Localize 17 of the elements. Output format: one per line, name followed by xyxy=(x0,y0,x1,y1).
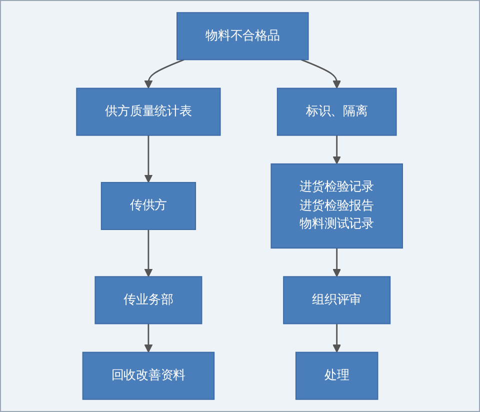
arrow xyxy=(333,135,342,164)
node-box: 物料不合格品 xyxy=(176,12,310,60)
node-box: 传业务部 xyxy=(95,276,203,324)
node-box: 进货检验记录 进货检验报告 物料测试记录 xyxy=(271,163,404,249)
arrow xyxy=(144,59,185,89)
arrow xyxy=(333,324,342,353)
node-box: 处理 xyxy=(296,352,379,400)
node-box: 标识、隔离 xyxy=(277,88,398,136)
arrow xyxy=(144,230,154,278)
node-box: 组织评审 xyxy=(284,276,392,324)
node-box: 供方质量统计表 xyxy=(76,88,222,136)
arrow xyxy=(144,135,154,183)
arrow xyxy=(333,248,342,278)
arrow xyxy=(301,59,342,89)
node-box: 回收改善资料 xyxy=(82,352,216,400)
node-box: 传供方 xyxy=(101,182,196,230)
arrow xyxy=(144,324,154,353)
